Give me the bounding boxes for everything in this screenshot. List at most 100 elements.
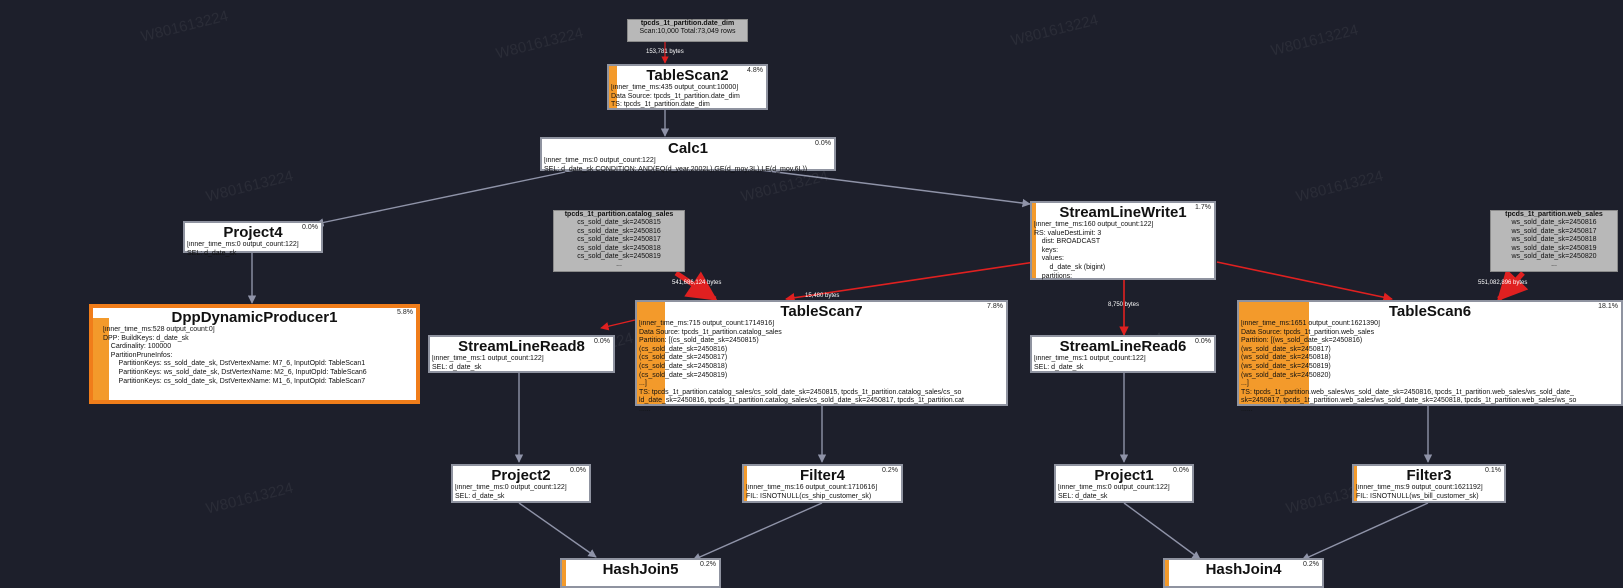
detail-line: [inner_time_ms:1651 output_count:1621390… (1241, 320, 1380, 327)
detail-line: PartitionKeys: ss_sold_date_sk, DstVerte… (103, 360, 366, 368)
detail-line: ws_sold_date_sk=2450817 (1511, 227, 1597, 235)
detail-line: [inner_time_ms:16 output_count:1710616] (746, 484, 878, 491)
detail-line: d_date_sk (bigint) (1034, 263, 1106, 271)
detail-line: dist: BROADCAST (1034, 238, 1101, 246)
node-title: Project4 (223, 224, 283, 241)
cost-bar (562, 560, 566, 586)
detail-line: FIL: ISNOTNULL(cs_ship_customer_sk) (746, 492, 872, 500)
cost-percent: 0.1% (1485, 467, 1501, 474)
detail-line: ws_sold_date_sk=2450819 (1511, 244, 1597, 252)
detail-line: ...] (639, 380, 647, 388)
node-details: [inner_time_ms:1651 output_count:1621390… (1239, 320, 1621, 415)
detail-line: cs_sold_date_sk=2450815 (577, 219, 661, 227)
edge-label: 15,480 bytes (805, 293, 840, 299)
source-date-dim[interactable]: tpcds_1t_partition.date_dim Scan:10,000 … (627, 19, 748, 42)
detail-line: SEL: d_date_sk (432, 363, 482, 371)
detail-line: partitions: (1034, 272, 1073, 280)
source-title: tpcds_1t_partition.date_dim (640, 20, 735, 27)
node-title: TableScan2 (646, 67, 729, 84)
detail-line: ... (1551, 261, 1557, 269)
node-title: HashJoin5 (602, 561, 679, 578)
detail-line: PartitionKeys: ws_sold_date_sk, DstVerte… (103, 368, 367, 376)
edge-calc1-to-streamwrite1 (759, 169, 1031, 208)
source-details: Scan:10,000 Total:73,049 rows (628, 28, 747, 36)
cost-percent: 0.2% (882, 467, 898, 474)
edge-catalog-to-scan7 (674, 270, 718, 302)
detail-line: [inner_time_ms:435 output_count:10000] (611, 84, 739, 91)
detail-line: Data Source: tpcds_1t_partition.date_dim (611, 92, 740, 100)
detail-line: SEL: d_date_sk (1034, 363, 1084, 371)
detail-line: ... (616, 261, 622, 269)
edge-write1-to-scan6 (1216, 261, 1393, 302)
node-details: [inner_time_ms:0 output_count:122]SEL: d… (185, 241, 321, 258)
edge-filter3-to-hashjoin4 (1301, 502, 1429, 561)
edge-write1-to-scan7 (785, 261, 1036, 303)
edge-project1-to-hashjoin4 (1123, 502, 1201, 560)
node-title: HashJoin4 (1205, 561, 1282, 578)
node-details: [inner_time_ms:435 output_count:10000]Da… (609, 84, 766, 110)
detail-line: Data Source: tpcds_1t_partition.catalog_… (639, 328, 782, 336)
detail-line: ld_date_sk=2450816, tpcds_1t_partition.c… (639, 397, 964, 405)
detail-line: [inner_time_ms:9 output_count:1621192] (1356, 484, 1483, 491)
detail-line: [inner_time_ms:160 output_count:122] (1034, 221, 1154, 228)
cost-bar (1165, 560, 1169, 586)
node-title: StreamLineWrite1 (1059, 204, 1187, 221)
cost-percent: 0.0% (594, 338, 610, 345)
detail-line: (cs_sold_date_sk=2450817) (639, 354, 728, 362)
edge-project2-to-hashjoin5 (518, 502, 597, 558)
cost-percent: 0.0% (815, 140, 831, 147)
edge-calc1-to-project4 (315, 169, 576, 227)
detail-line: (ws_sold_date_sk=2450819) (1241, 362, 1331, 370)
detail-line: [inner_time_ms:715 output_count:1714916] (639, 320, 775, 327)
detail-line: keys: (1034, 246, 1059, 254)
detail-line: (cs_sold_date_sk=2450819) (639, 371, 728, 379)
detail-line: Cardinality: 100000 (103, 343, 172, 351)
detail-line: TS: tpcds_1t_partition.date_dim (611, 101, 710, 109)
detail-line: cs_sold_date_sk=2450818 (577, 244, 661, 252)
detail-line: [inner_time_ms:1 output_count:122] (432, 355, 544, 362)
cost-bar (93, 318, 109, 400)
node-title: StreamLineRead8 (458, 338, 585, 355)
detail-line: [inner_time_ms:0 output_count:122] (187, 241, 299, 248)
cost-percent: 0.2% (1303, 561, 1319, 568)
cost-bar (609, 66, 617, 108)
edge-filter4-to-hashjoin5 (692, 502, 823, 561)
cost-bar (637, 302, 665, 404)
edge-label: 551,082,896 bytes (1478, 280, 1528, 286)
node-details: [inner_time_ms:0 output_count:122]SEL: d… (453, 484, 589, 501)
node-hashjoin4[interactable]: HashJoin4 0.2% (1163, 558, 1324, 588)
node-title: TableScan7 (780, 303, 863, 320)
detail-line: (ws_sold_date_sk=2450820) (1241, 371, 1331, 379)
detail-line: [inner_time_ms:0 output_count:122] (455, 484, 567, 491)
detail-line: ws_sold_date_sk=2450820 (1511, 253, 1597, 261)
node-details: [inner_time_ms:9 output_count:1621192]FI… (1354, 484, 1504, 501)
edge-label: 8,750 bytes (1108, 302, 1140, 308)
cost-percent: 0.2% (700, 561, 716, 568)
node-details: [inner_time_ms:160 output_count:122]RS: … (1032, 221, 1214, 281)
node-streamlineread8[interactable]: StreamLineRead8 0.0% [inner_time_ms:1 outp… (428, 335, 615, 373)
cost-percent: 0.0% (1173, 467, 1189, 474)
node-hashjoin5[interactable]: HashJoin5 0.2% (560, 558, 721, 588)
detail-line: cs_sold_date_sk=2450817 (577, 236, 661, 244)
source-title: tpcds_1t_partition.catalog_sales (564, 211, 674, 218)
source-web-sales[interactable]: tpcds_1t_partition.web_sales ws_sold_dat… (1490, 210, 1618, 272)
source-details: cs_sold_date_sk=2450815 cs_sold_date_sk=2… (554, 219, 684, 269)
detail-line: RS: valueDestLimit: 3 (1034, 229, 1102, 237)
node-title: TableScan6 (1388, 303, 1472, 320)
detail-line: [inner_time_ms:528 output_count:0] (103, 326, 215, 333)
cost-bar (1354, 466, 1357, 501)
source-catalog-sales[interactable]: tpcds_1t_partition.catalog_sales cs_sold… (553, 210, 685, 272)
edge-label: 541,686,124 bytes (672, 280, 722, 286)
